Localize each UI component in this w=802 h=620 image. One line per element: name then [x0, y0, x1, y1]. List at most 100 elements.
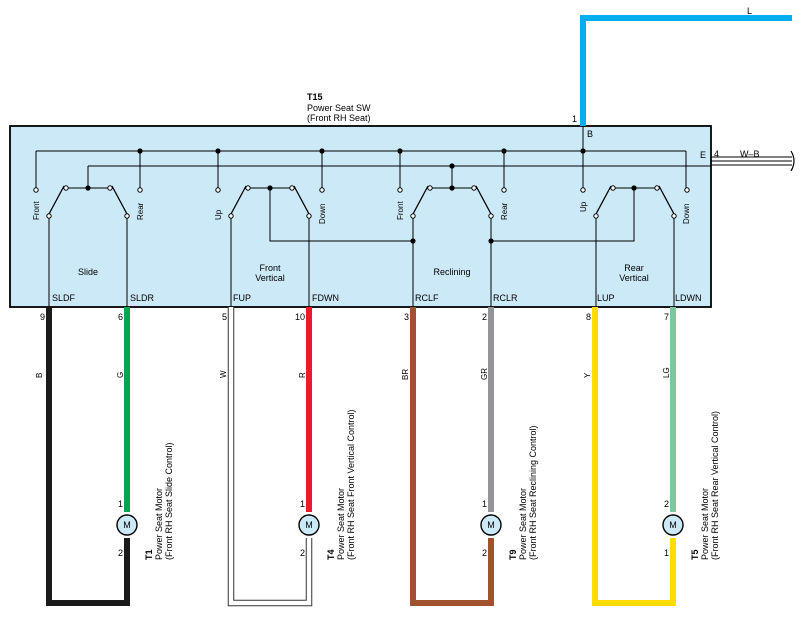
switch-name: Power Seat SW [307, 103, 371, 113]
motor-pin-number: 2 [300, 548, 305, 558]
wire-code: LG [662, 367, 671, 378]
contact-terminal [107, 185, 113, 191]
pin-number: 2 [482, 312, 487, 322]
wire-codes: B G W R BR GR Y LG [35, 367, 671, 380]
supply-terminal-label: B [587, 129, 593, 139]
motor-id: T9 [508, 549, 518, 560]
pin-label: FDWN [312, 293, 339, 303]
blade-pivot [228, 213, 234, 219]
contact-terminal [397, 187, 403, 193]
contact-terminal [137, 187, 143, 193]
motor-desc: (Front RH Seat Slide Control) [164, 442, 174, 560]
motor-symbol: M [480, 514, 502, 536]
motor-caption: T4 Power Seat Motor (Front RH Seat Front… [326, 409, 356, 560]
wire-code: GR [480, 368, 489, 380]
contact-labels: Front Rear Up Down Front Rear Up Down [32, 201, 691, 224]
contact-label: Up [214, 209, 223, 220]
motor-symbol: M [662, 514, 684, 536]
blade-pivot [488, 213, 494, 219]
wire-code: G [116, 372, 125, 378]
pin-number: 8 [586, 312, 591, 322]
switch-blade [475, 185, 492, 215]
motor-id: T1 [144, 549, 154, 560]
motor-title: Power Seat Motor [700, 488, 710, 560]
wire-lup [592, 307, 676, 606]
wire-rclf [410, 307, 494, 606]
blade-pivot [671, 213, 677, 219]
pin-label: RCLF [415, 293, 439, 303]
motor-symbol: M [298, 514, 320, 536]
contact-terminal [654, 185, 660, 191]
motor-pin-number: 2 [482, 548, 487, 558]
group-labels: Slide Front Vertical Reclining Rear Vert… [78, 263, 649, 283]
contact-label: Up [579, 201, 588, 212]
contact-terminal [319, 187, 325, 193]
supply-pin-number: 1 [572, 114, 577, 124]
group-label: Front [259, 263, 281, 273]
motor-id: T5 [690, 549, 700, 560]
motor-symbol: M [116, 514, 138, 536]
contact-terminal [33, 187, 39, 193]
pin-number: 7 [664, 312, 669, 322]
switch-blade [595, 185, 612, 215]
motor-pin-number: 2 [118, 548, 123, 558]
internal-bus [35, 126, 711, 242]
motor-caption: T9 Power Seat Motor (Front RH Seat Recli… [508, 425, 538, 560]
pin-label: SLDR [130, 293, 155, 303]
motor-pin-numbers: 1 2 1 2 1 2 2 1 [118, 499, 669, 558]
motor-title: Power Seat Motor [518, 488, 528, 560]
contact-label: Front [396, 201, 405, 220]
contact-label: Down [318, 204, 327, 224]
motor-pin-number: 1 [664, 548, 669, 558]
switch-blade [658, 185, 675, 215]
switch-sub: (Front RH Seat) [307, 113, 371, 123]
motor-caption: T5 Power Seat Motor (Front RH Seat Rear … [690, 411, 720, 560]
switch-blade [412, 185, 429, 215]
pin-number: 5 [222, 312, 227, 322]
switch-blade [111, 185, 128, 215]
group-label: Reclining [433, 267, 470, 277]
contact-terminal [610, 185, 616, 191]
wire-code: W [219, 370, 228, 378]
contact-label: Rear [500, 202, 509, 220]
pin-number: 3 [404, 312, 409, 322]
ground-pin-number: 4 [714, 149, 719, 159]
contact-terminal [471, 185, 477, 191]
motor-title: Power Seat Motor [336, 488, 346, 560]
motor-title: Power Seat Motor [154, 488, 164, 560]
wire-code: R [298, 372, 307, 378]
switch-contacts [33, 185, 690, 307]
group-label: Slide [78, 267, 98, 277]
motor-pin-number: 2 [664, 499, 669, 509]
blade-pivot [306, 213, 312, 219]
blade-pivot [593, 213, 599, 219]
switch-blade [293, 185, 310, 215]
blade-pivot [410, 213, 416, 219]
contact-terminal [427, 185, 433, 191]
wire-code: BR [401, 369, 410, 380]
wire-fup-outline [227, 307, 313, 607]
contact-terminal [580, 187, 586, 193]
group-label-line2: Vertical [619, 273, 649, 283]
supply-wire [580, 15, 792, 126]
group-label: Rear [624, 263, 644, 273]
pin-labels: SLDF SLDR FUP FDWN RCLF RCLR LUP LDWN [52, 293, 702, 303]
motor-pin-number: 1 [482, 499, 487, 509]
motor-id: T4 [326, 549, 336, 560]
switch-blade [48, 185, 65, 215]
pin-label: RCLR [493, 293, 518, 303]
contact-terminal [63, 185, 69, 191]
pin-label: LDWN [675, 293, 702, 303]
blade-pivot [124, 213, 130, 219]
motor-symbol-letter: M [487, 520, 495, 530]
blade-pivot [46, 213, 52, 219]
pin-number: 6 [118, 312, 123, 322]
motor-desc: (Front RH Seat Reclining Control) [528, 425, 538, 560]
wire-code: B [35, 373, 44, 378]
motor-desc: (Front RH Seat Front Vertical Control) [346, 409, 356, 560]
pin-label: LUP [597, 293, 615, 303]
motor-caption: T1 Power Seat Motor (Front RH Seat Slide… [144, 442, 174, 560]
contact-label: Down [682, 204, 691, 224]
wire-fup [228, 307, 312, 606]
harness-wires [46, 307, 676, 607]
